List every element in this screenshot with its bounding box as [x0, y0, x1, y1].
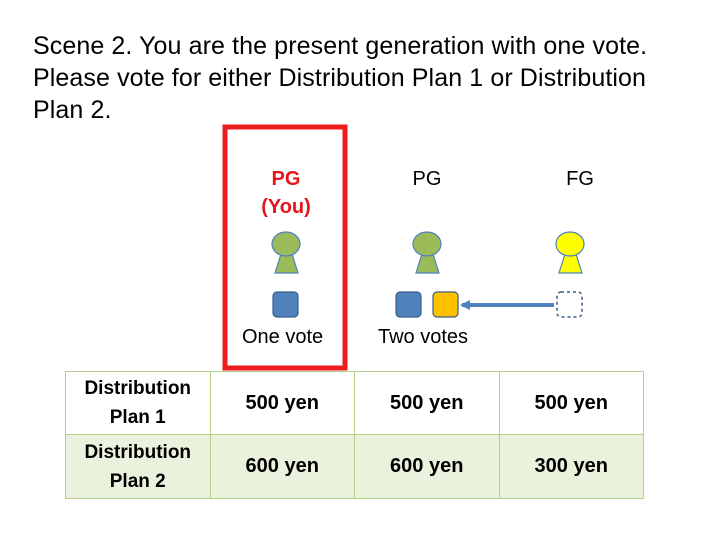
plan-1-name: Distribution Plan 1: [65, 371, 211, 435]
column-label-pg: PG: [412, 168, 442, 190]
pg-votes-label: Two votes: [378, 326, 469, 348]
plan-2-name-line1: Distribution: [84, 441, 192, 463]
present-generation-you-person-icon: [271, 231, 301, 274]
plan-2-you-amount: 600 yen: [209, 434, 355, 499]
plan-2-name: Distribution Plan 2: [65, 434, 211, 499]
pg-delegated-vote-box: [432, 291, 459, 318]
fg-empty-vote-box: [556, 291, 583, 318]
instructions-line-1: Scene 2. You are the present generation …: [33, 32, 648, 60]
instructions-line-3: Plan 2.: [33, 96, 112, 124]
plan-1-you-amount: 500 yen: [209, 371, 355, 435]
column-label-you-line2: (You): [261, 196, 311, 218]
column-label-you: PG (You): [226, 165, 346, 221]
plan-1-name-line1: Distribution: [84, 378, 192, 399]
plan-2-fg-amount: 300 yen: [498, 434, 644, 499]
plan-1-fg-amount: 500 yen: [498, 371, 644, 435]
instructions-line-2: Please vote for either Distribution Plan…: [33, 64, 647, 92]
pg-own-vote-box: [395, 291, 422, 318]
distribution-plans-table: Distribution Plan 1 500 yen 500 yen 500 …: [65, 371, 644, 499]
instructions-text: Scene 2. You are the present generation …: [33, 30, 693, 126]
column-label-you-line1: PG: [271, 168, 301, 190]
plan-2-name-line2: Plan 2: [109, 470, 166, 492]
you-vote-box: [272, 291, 299, 318]
plan-1-pg-amount: 500 yen: [354, 371, 500, 435]
plan-1-name-line2: Plan 1: [109, 407, 166, 428]
table-row-plan-1: Distribution Plan 1 500 yen 500 yen 500 …: [65, 371, 644, 435]
you-votes-label: One vote: [242, 326, 324, 348]
present-generation-person-icon: [412, 231, 442, 274]
column-label-fg: FG: [566, 168, 594, 190]
future-generation-person-icon: [555, 231, 585, 274]
plan-2-pg-amount: 600 yen: [354, 434, 500, 499]
you-highlight-frame: [222, 124, 348, 371]
table-row-plan-2: Distribution Plan 2 600 yen 600 yen 300 …: [65, 434, 644, 499]
